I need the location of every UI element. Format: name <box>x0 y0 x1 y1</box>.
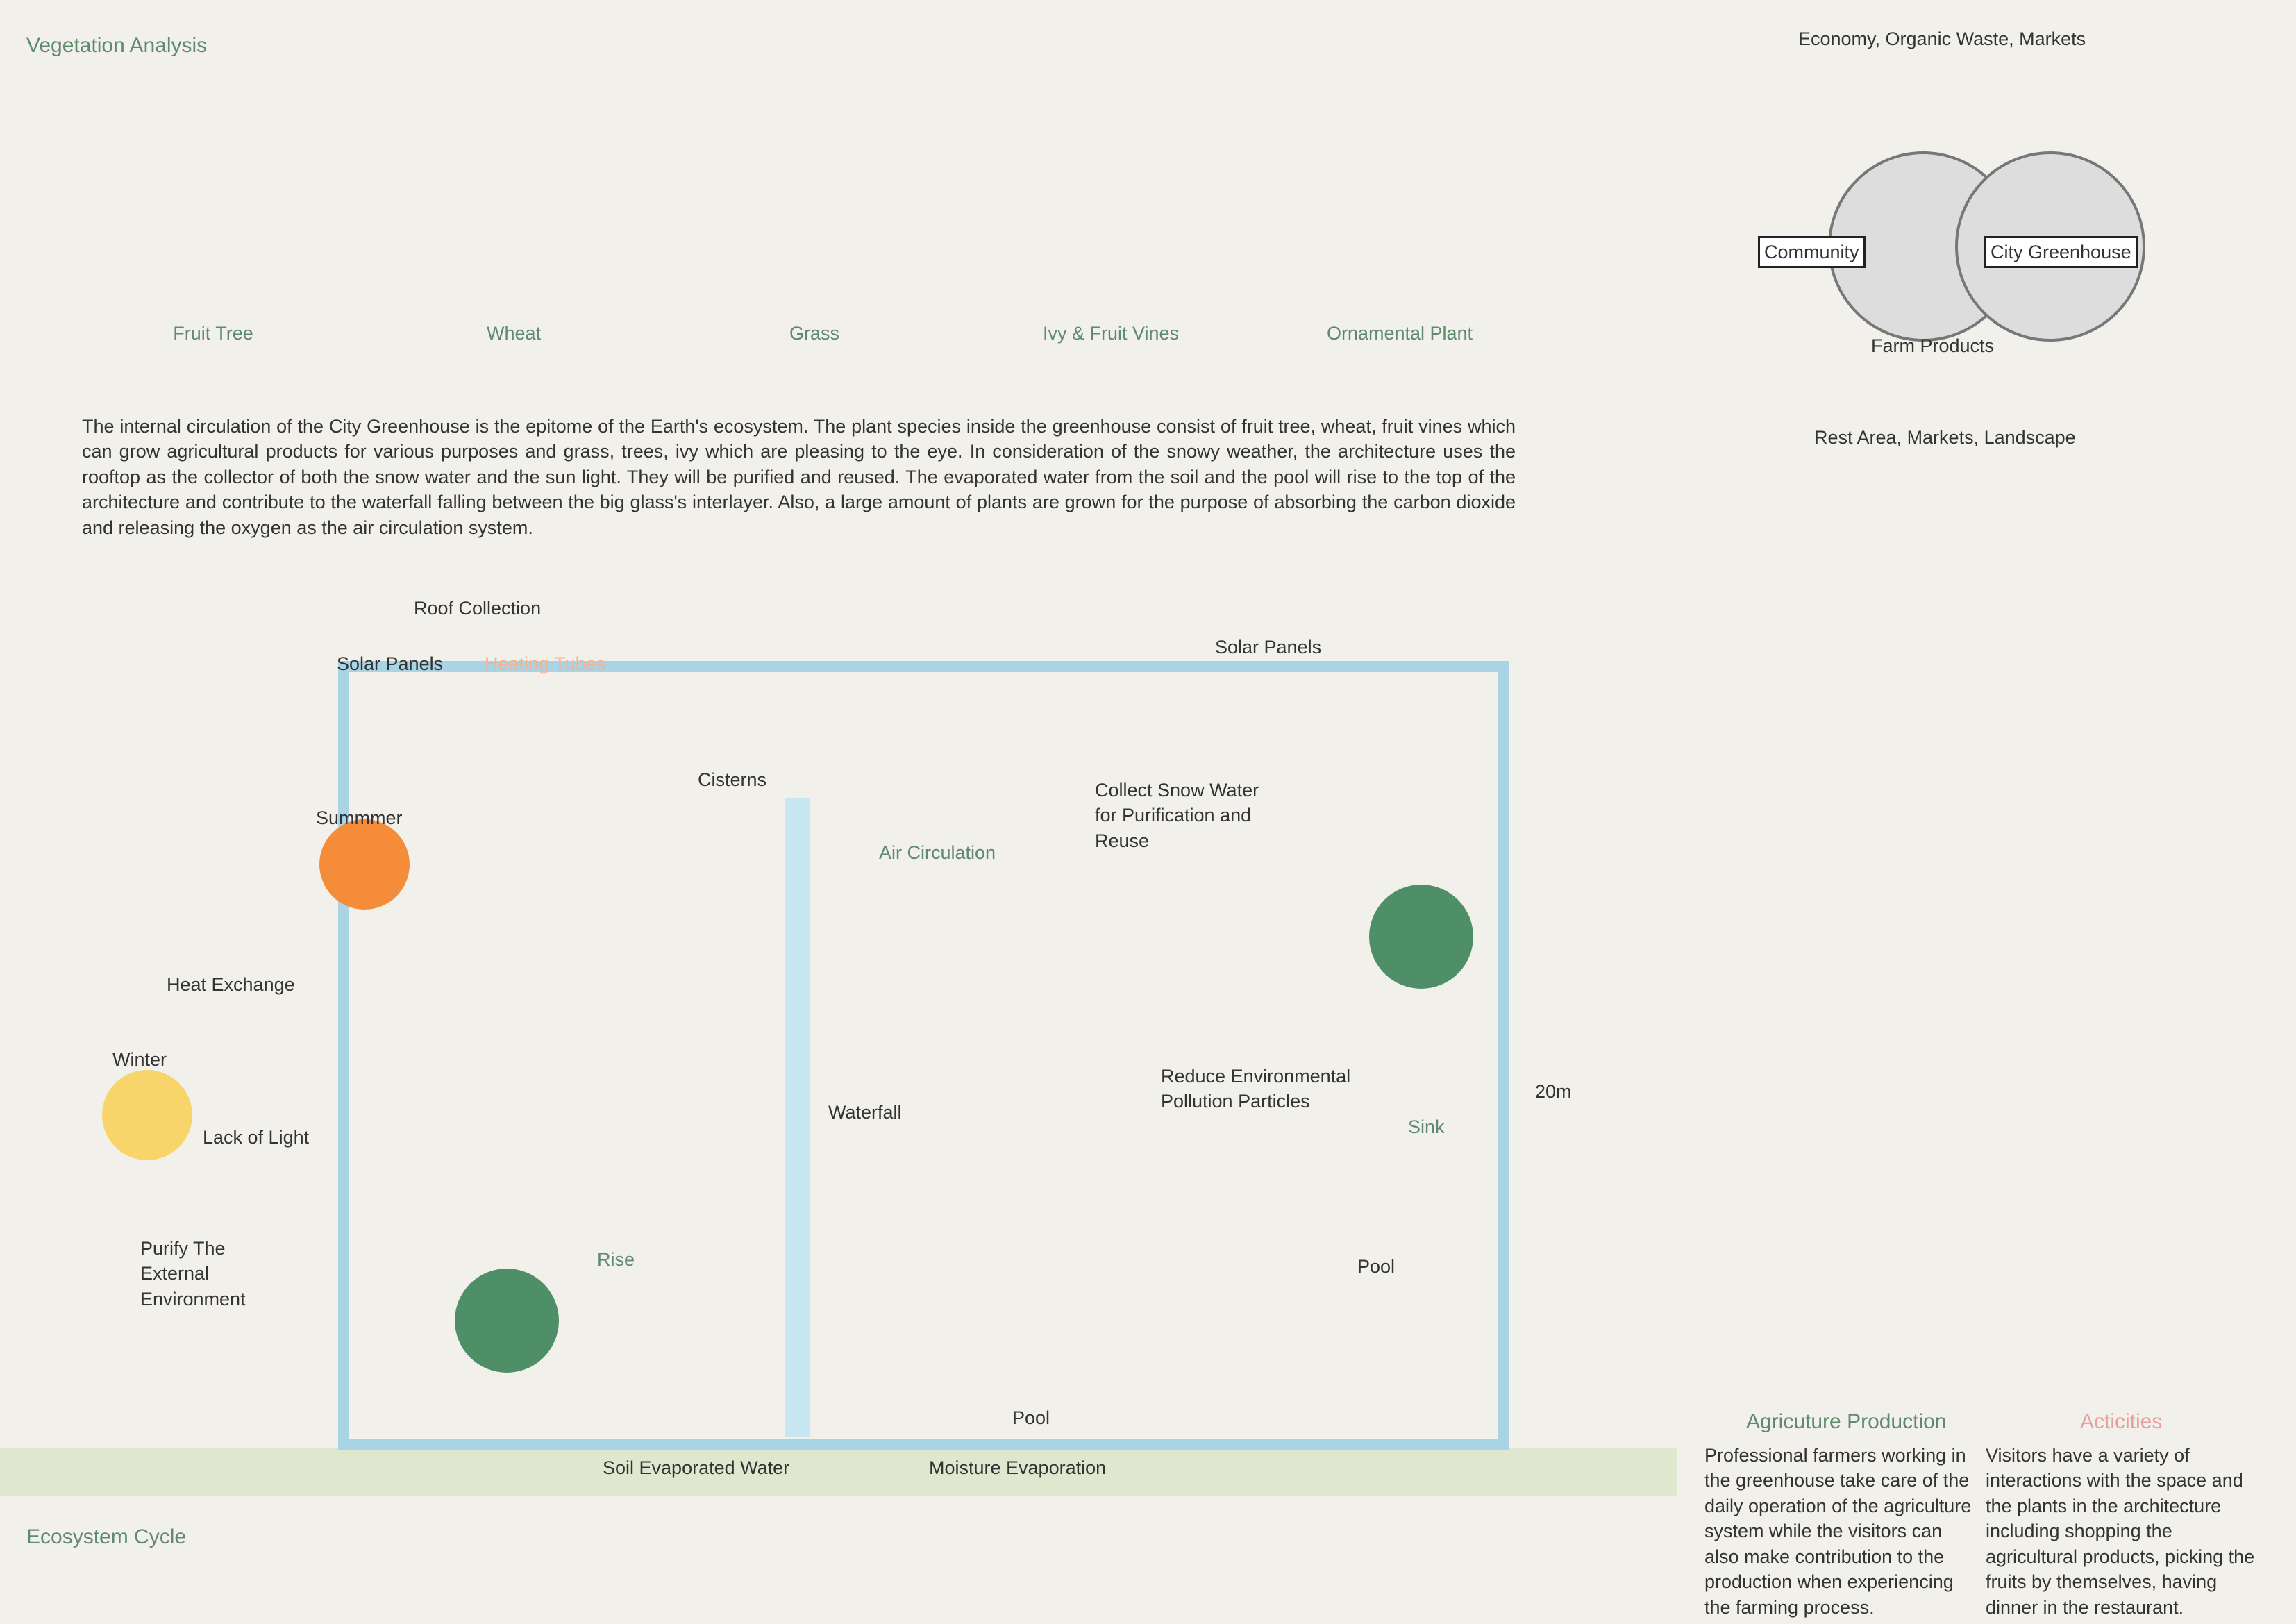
label-heating: Heating Tubes <box>485 653 606 674</box>
right-greenhouse: City Greenhouse <box>1984 236 2138 269</box>
label-cisterns: Cisterns <box>698 769 767 790</box>
label-heat: Heat Exchange <box>167 974 295 995</box>
description: The internal circulation of the City Gre… <box>82 416 1516 538</box>
right-rest: Rest Area, Markets, Landscape <box>1814 427 2076 448</box>
o2-cloud-icon <box>455 1269 559 1373</box>
label-waterfall: Waterfall <box>828 1102 902 1123</box>
right-top: Economy, Organic Waste, Markets <box>1798 28 2086 49</box>
label-pool1: Pool <box>1357 1256 1396 1277</box>
co2-cloud-icon <box>1369 885 1473 989</box>
building-frame <box>338 661 1509 1450</box>
label-reduce: Reduce Environmental Pollution Particles <box>1161 1066 1351 1112</box>
plant-label: Ivy & Fruit Vines <box>1042 323 1180 344</box>
label-snow: Collect Snow Water for Purification and … <box>1095 780 1259 851</box>
right-p1: Professional farmers working in the gree… <box>1704 1445 1972 1618</box>
label-lack: Lack of Light <box>203 1127 310 1148</box>
label-pool2: Pool <box>1012 1407 1050 1428</box>
label-roof: Roof Collection <box>414 598 542 619</box>
ground <box>0 1448 1677 1496</box>
label-air: Air Circulation <box>879 842 996 863</box>
section-title: Vegetation Analysis <box>26 34 208 57</box>
label-purify: Purify The External Environment <box>140 1238 246 1309</box>
label-height: 20m <box>1535 1081 1572 1102</box>
label-solar2: Solar Panels <box>1215 637 1322 658</box>
right-h2: Acticities <box>2080 1410 2163 1433</box>
waterfall <box>785 798 810 1437</box>
label-eco: Ecosystem Cycle <box>26 1525 187 1548</box>
winter-sun-icon <box>102 1070 192 1160</box>
label-winter: Winter <box>112 1049 167 1070</box>
right-h1: Agricuture Production <box>1746 1410 1947 1433</box>
right-p2: Visitors have a variety of interactions … <box>1986 1445 2255 1618</box>
label-sink: Sink <box>1408 1116 1445 1137</box>
plant-label: Ornamental Plant <box>1326 323 1473 344</box>
summer-sun-icon <box>319 819 410 910</box>
label-summer: Summmer <box>316 807 403 828</box>
right-farm: Farm Products <box>1871 335 1995 356</box>
label-rise: Rise <box>597 1249 635 1270</box>
label-solar: Solar Panels <box>337 653 444 674</box>
plant-label: Wheat <box>486 323 542 344</box>
label-moisture: Moisture Evaporation <box>929 1457 1107 1478</box>
plant-label: Grass <box>789 323 839 344</box>
right-community: Community <box>1758 236 1866 269</box>
plant-label: Fruit Tree <box>173 323 253 344</box>
label-soil: Soil Evaporated Water <box>603 1457 790 1478</box>
